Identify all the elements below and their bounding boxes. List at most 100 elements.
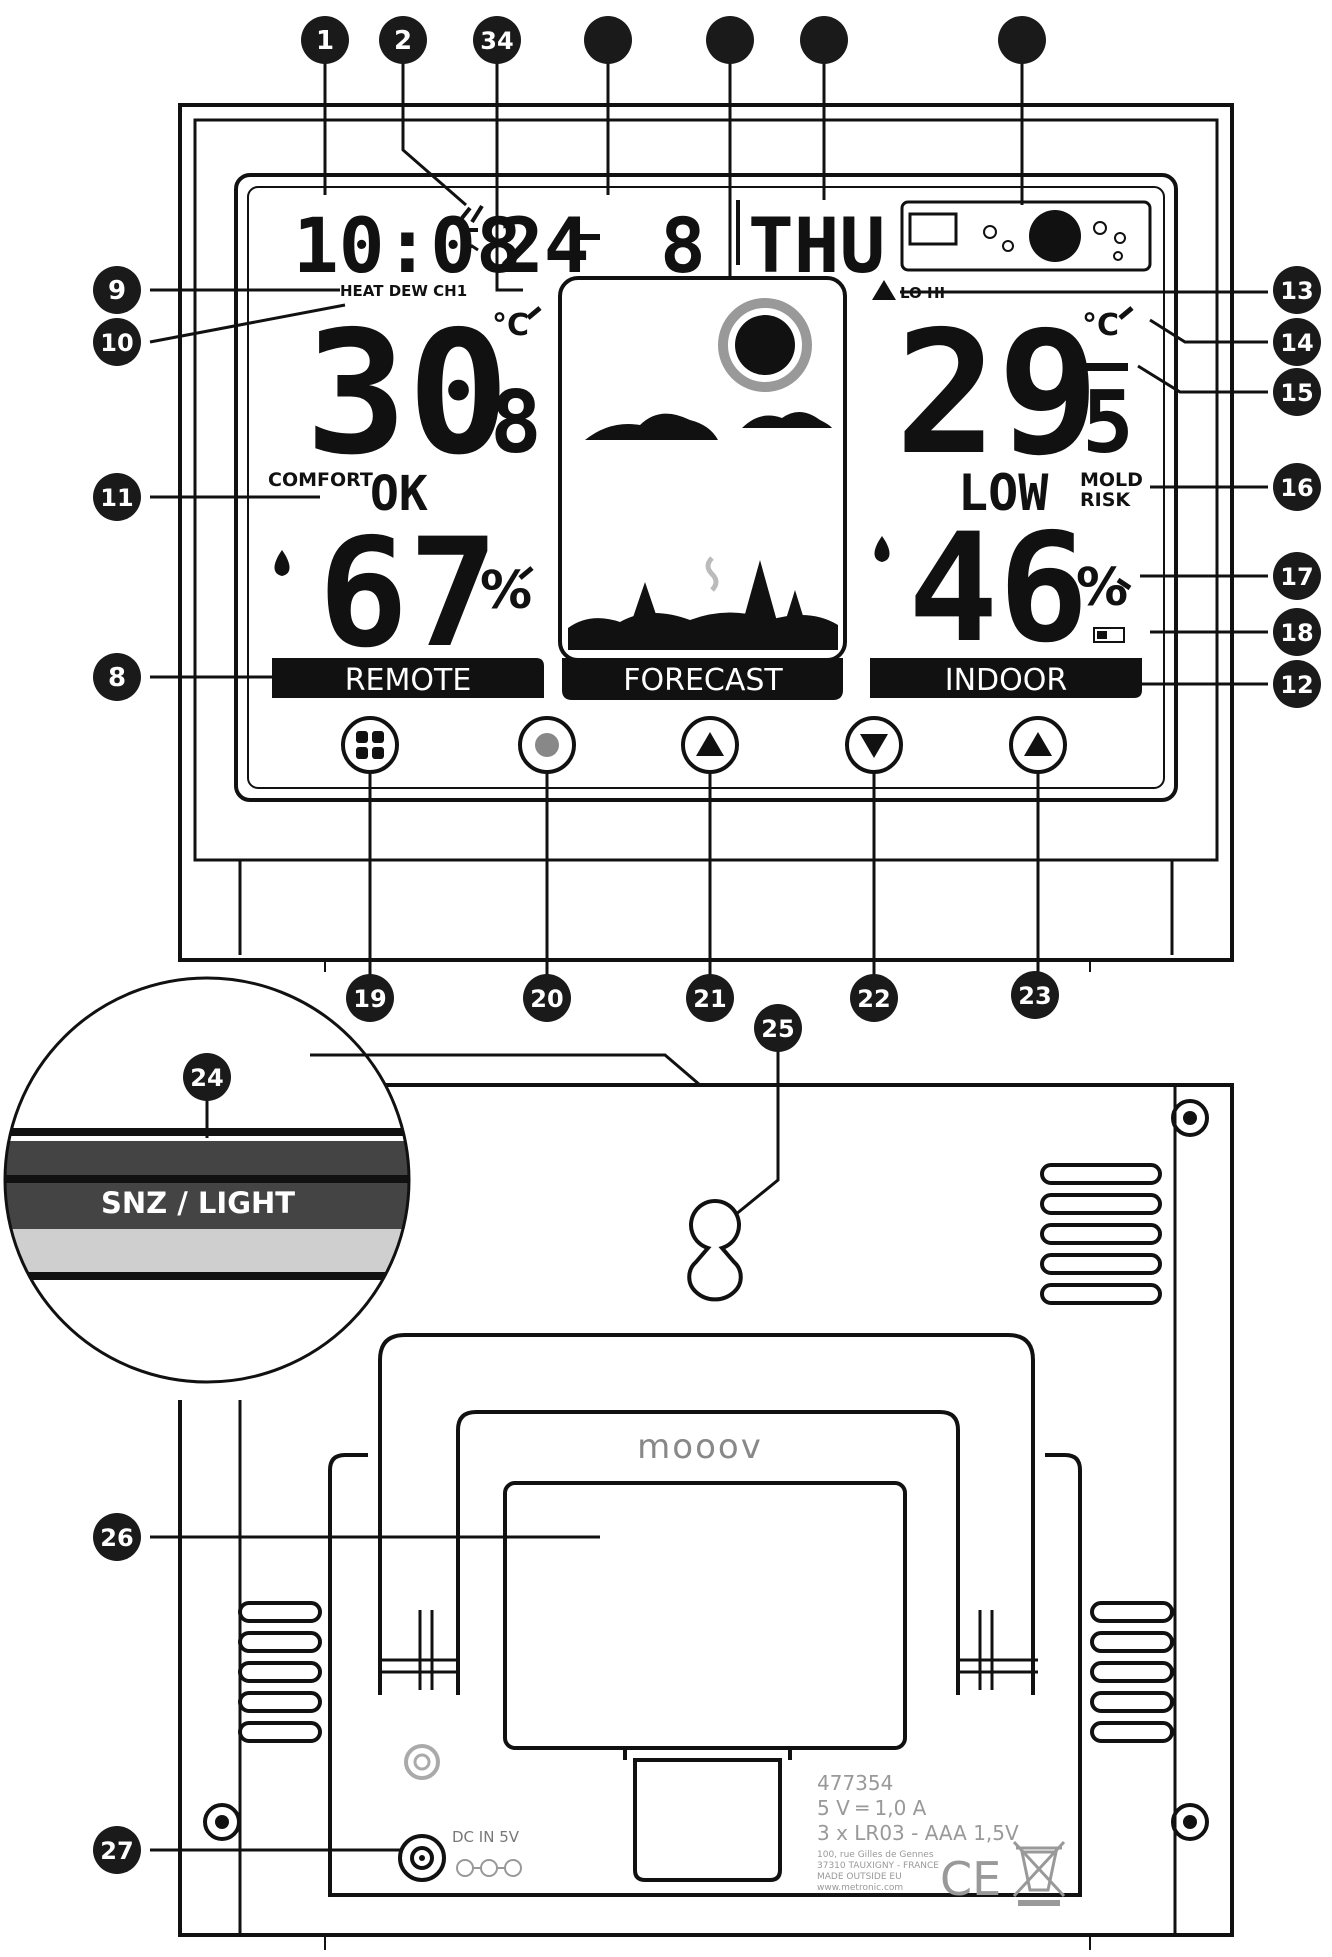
- remote-droplet-icon: [274, 550, 290, 576]
- battery-latch: [623, 1746, 792, 1882]
- remote-humidity-value: 67: [318, 507, 499, 681]
- vent-slots-right: [1090, 1601, 1174, 1743]
- callout-23: 23: [1011, 971, 1059, 1019]
- button-19[interactable]: [341, 716, 399, 774]
- power-spec: 5 V ═ 1,0 A: [817, 1796, 927, 1820]
- back-leader-lines: [150, 1050, 780, 1852]
- indoor-humidity-trend-icon: [1116, 577, 1132, 591]
- front-leader-lines: [149, 62, 1268, 975]
- model-number: 477354: [817, 1771, 893, 1795]
- remote-label: REMOTE: [345, 663, 472, 698]
- comfort-label: COMFORT: [268, 469, 373, 491]
- stand-inner: [456, 1410, 960, 1695]
- alarm-button-icon: [696, 732, 724, 756]
- callout-5: [584, 16, 632, 64]
- comfort-value: OK: [370, 466, 428, 522]
- back-panel: [328, 1453, 1082, 1897]
- reset-button[interactable]: [404, 1744, 440, 1780]
- callout-24: 24: [183, 1053, 231, 1101]
- moon-phase-icon: [1029, 210, 1081, 262]
- signal-icon: [460, 204, 484, 252]
- dc-jack[interactable]: [398, 1834, 446, 1882]
- callout-7b: [998, 16, 1046, 64]
- stand-outer: [378, 1333, 1035, 1695]
- callout-badges: 1 2 34 9 10 11 8 13 14 15 16 17 18 12 19…: [93, 16, 1321, 1874]
- callout-15: 15: [1273, 368, 1321, 416]
- risk-label: RISK: [1080, 489, 1131, 511]
- callout-8: 8: [93, 653, 141, 701]
- dc-in-label: DC IN 5V: [452, 1828, 520, 1846]
- screw-top-right: [1171, 1099, 1209, 1137]
- screw-bottom-left: [203, 1803, 241, 1841]
- snz-light-label: SNZ / LIGHT: [101, 1186, 295, 1220]
- address-line-2: 37310 TAUXIGNY - FRANCE: [817, 1861, 939, 1871]
- svg-text:10: 10: [100, 329, 133, 357]
- front-view: 10:08 24 8 THU HEAT DEW CH1 30 8 °C COMF…: [149, 62, 1268, 975]
- heat-dew-ch-labels: HEAT DEW CH1: [340, 282, 467, 300]
- svg-text:9: 9: [108, 276, 126, 306]
- address-line-3: MADE OUTSIDE EU: [817, 1872, 902, 1882]
- alarm-triangle-icon: [872, 280, 896, 300]
- cloud-icon-right: [742, 411, 832, 428]
- indoor-temp-trend-icon: [1118, 306, 1134, 320]
- stand-hinges: [378, 1610, 1038, 1690]
- date-month-display: 8: [660, 201, 706, 290]
- svg-text:21: 21: [693, 985, 726, 1013]
- callout-25: 25: [754, 1004, 802, 1052]
- svg-text:23: 23: [1018, 982, 1051, 1010]
- callout-11: 11: [93, 473, 141, 521]
- svg-text:18: 18: [1280, 619, 1313, 647]
- down-arrow-icon: [860, 734, 888, 758]
- callout-19: 19: [346, 974, 394, 1022]
- callout-18: 18: [1273, 608, 1321, 656]
- tree-icon-1: [628, 582, 662, 632]
- ce-mark: CE: [940, 1852, 1001, 1906]
- button-21[interactable]: [681, 716, 739, 774]
- button-23[interactable]: [1009, 716, 1067, 774]
- sun-icon: [735, 315, 795, 375]
- time-display: 10:08: [293, 201, 522, 290]
- svg-text:26: 26: [100, 1524, 133, 1552]
- indoor-humidity-percent: %: [1076, 558, 1128, 618]
- svg-text:1: 1: [316, 26, 334, 56]
- mold-risk-value: LOW: [958, 464, 1049, 522]
- button-22[interactable]: [845, 716, 903, 774]
- svg-text:14: 14: [1280, 329, 1313, 357]
- callout-26: 26: [93, 1513, 141, 1561]
- svg-text:22: 22: [857, 985, 890, 1013]
- indoor-mini-label: [1086, 363, 1128, 371]
- button-20[interactable]: [518, 716, 576, 774]
- front-housing: [178, 103, 1234, 962]
- callout-20: 20: [523, 974, 571, 1022]
- vent-slots-top-right: [1040, 1163, 1162, 1305]
- callout-1: 1: [301, 16, 349, 64]
- zoom-connector-top: [310, 1053, 701, 1087]
- svg-text:13: 13: [1280, 277, 1313, 305]
- callout-14: 14: [1273, 318, 1321, 366]
- svg-text:8: 8: [108, 663, 126, 693]
- address-line-1: 100, rue Gilles de Gennes: [817, 1850, 934, 1860]
- callout-13: 13: [1273, 266, 1321, 314]
- indoor-temperature-decimal: 5: [1082, 373, 1134, 473]
- forecast-label: FORECAST: [623, 663, 783, 698]
- svg-text:20: 20: [530, 985, 563, 1013]
- indoor-droplet-icon: [874, 536, 890, 562]
- remote-temp-trend-icon: [526, 306, 542, 320]
- tree-icon-3: [782, 590, 808, 632]
- battery-icon: [1093, 627, 1125, 643]
- callout-7: [800, 16, 848, 64]
- battery-spec: 3 x LR03 - AAA 1,5V: [817, 1821, 1019, 1845]
- remote-bar: [272, 658, 544, 698]
- keyhole-icon: [687, 1199, 743, 1302]
- chimney-smoke-icon: [705, 556, 719, 592]
- indoor-temperature-unit: °C: [1082, 308, 1119, 343]
- callout-16: 16: [1273, 463, 1321, 511]
- svg-text:34: 34: [480, 27, 513, 55]
- indoor-humidity-value: 46: [908, 502, 1089, 676]
- svg-text:27: 27: [100, 1837, 133, 1865]
- brand-logo: mooov: [637, 1427, 763, 1467]
- dc-polarity-icon: [456, 1859, 522, 1877]
- snz-light-zoom: SNZ / LIGHT: [3, 976, 411, 1384]
- callout-2: 2: [379, 16, 427, 64]
